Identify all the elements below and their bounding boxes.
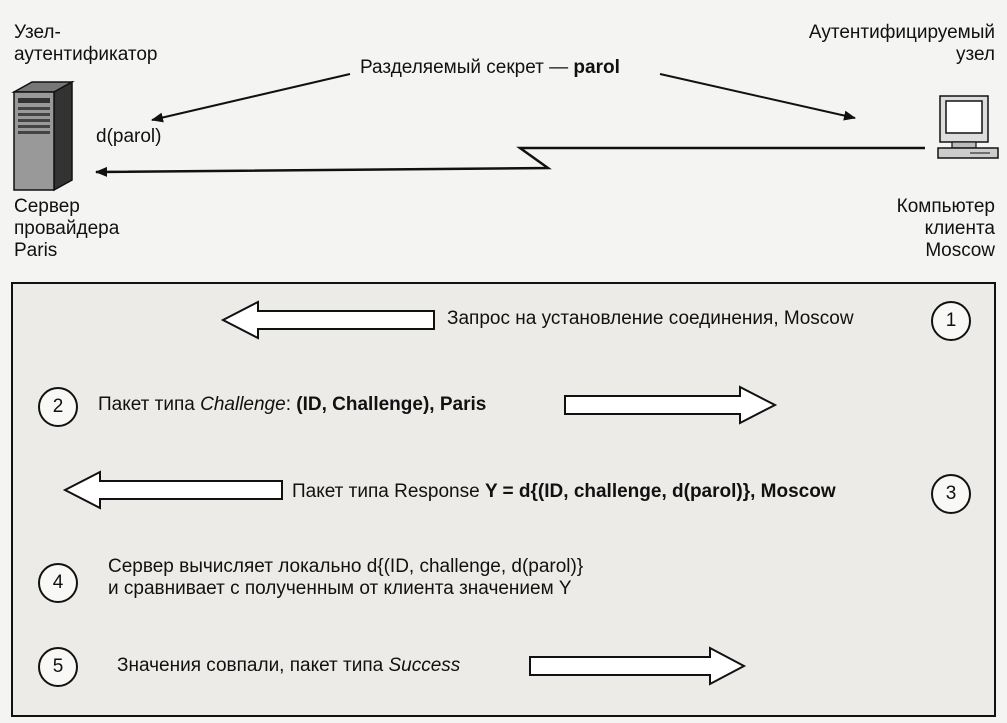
step1-arrow (220, 300, 435, 340)
shared-secret-label: Разделяемый секрет — parol (360, 57, 620, 78)
step5-arrow (529, 646, 747, 686)
step1-text: Запрос на установление соединения, Mosco… (447, 308, 854, 329)
step2-arrow (564, 385, 778, 425)
step5-number: 5 (38, 647, 78, 687)
step3-number: 3 (931, 474, 971, 514)
step4-text: Сервер вычисляет локально d{(ID, challen… (108, 556, 584, 599)
step3-text: Пакет типа Response Y = d{(ID, challenge… (292, 481, 836, 502)
server-label: Сервер провайдера Paris (14, 196, 120, 261)
desktop-computer-icon (937, 95, 999, 159)
step1-number: 1 (931, 301, 971, 341)
step2-number: 2 (38, 387, 78, 427)
steps-panel (11, 282, 996, 717)
step4-number: 4 (38, 563, 78, 603)
secret-arrow-left (151, 73, 351, 123)
client-label: Компьютер клиента Moscow (896, 196, 995, 261)
authenticator-node-label: Узел- аутентификатор (14, 22, 158, 65)
server-tower-icon (11, 80, 75, 192)
step3-arrow (62, 470, 283, 510)
network-link-arrow (95, 146, 925, 177)
secret-arrow-right (659, 73, 856, 121)
authenticated-node-label: Аутентифицируемый узел (808, 22, 995, 65)
step5-text: Значения совпали, пакет типа Success (117, 655, 461, 676)
hash-label: d(parol) (96, 126, 162, 147)
step2-text: Пакет типа Challenge: (ID, Challenge), P… (98, 394, 487, 415)
